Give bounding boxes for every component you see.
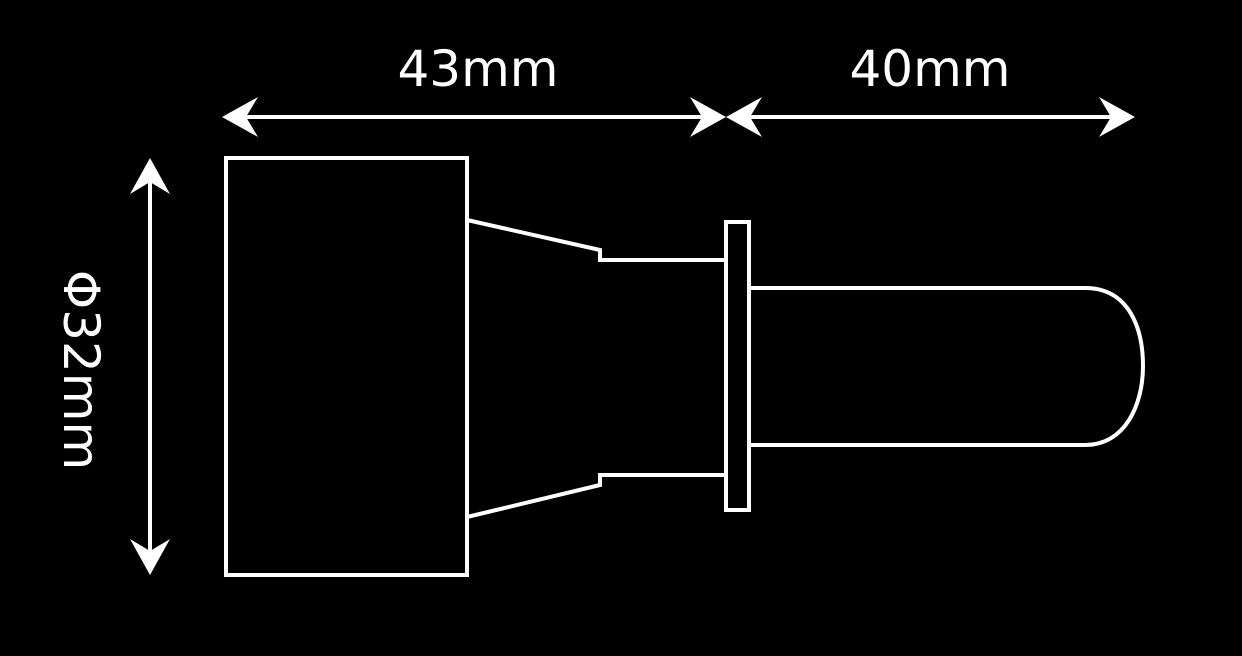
taper-top xyxy=(466,218,726,262)
dimension-arrow-40mm xyxy=(726,97,1135,137)
label-diameter: Φ32mm xyxy=(52,270,110,470)
label-40mm: 40mm xyxy=(849,40,1010,98)
body-block xyxy=(224,156,469,577)
label-43mm: 43mm xyxy=(397,40,558,98)
dimension-arrow-diameter xyxy=(130,158,170,575)
flange xyxy=(724,220,751,512)
dimension-arrow-43mm xyxy=(222,97,726,137)
tip-cylinder xyxy=(749,286,1146,447)
taper-bottom xyxy=(466,473,726,519)
